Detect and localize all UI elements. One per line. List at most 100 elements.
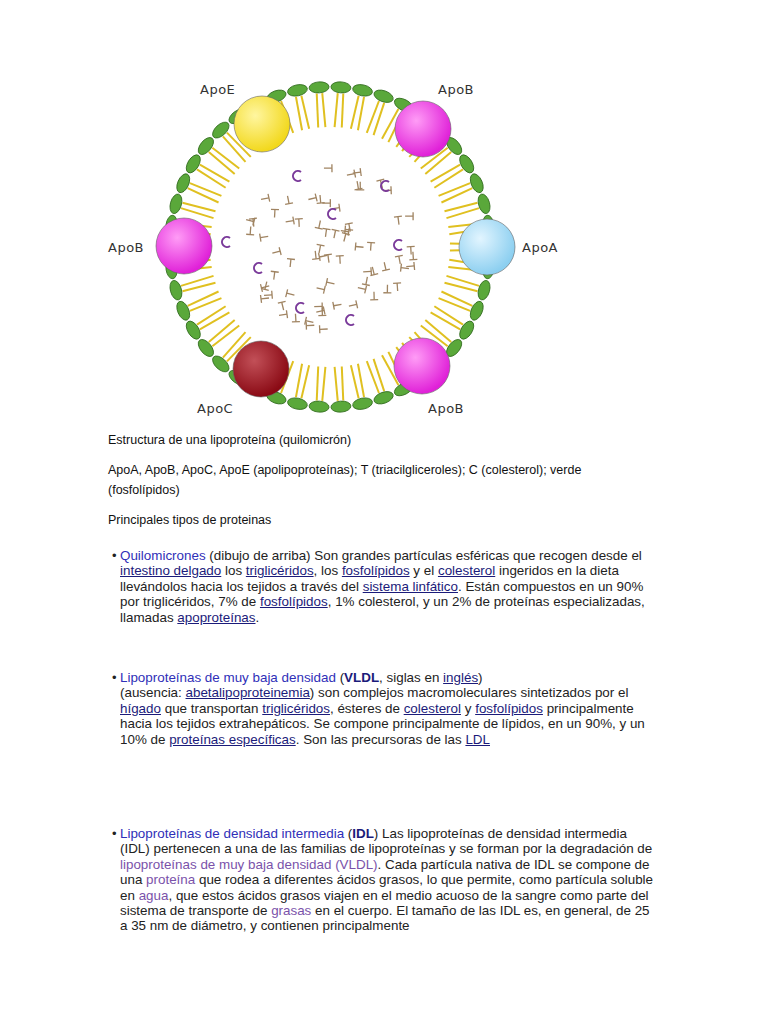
phospholipid-head <box>457 152 477 175</box>
body-text: que transportan <box>165 701 259 716</box>
hyperlink-text: sistema linfático <box>363 579 458 594</box>
phospholipid-head <box>210 353 232 375</box>
lipid-tail <box>374 103 385 135</box>
triacylglycerol-mark <box>316 195 325 204</box>
body-text: . <box>256 610 260 625</box>
cholesterol-mark <box>394 240 402 250</box>
list-bullet: • <box>112 826 117 841</box>
triacylglycerol-mark <box>285 217 294 226</box>
body-text: (ausencia: <box>120 685 182 700</box>
term-text: grasas <box>271 903 311 918</box>
apolipoprotein-label: ApoB <box>438 82 474 97</box>
triacylglycerol-mark <box>307 194 317 204</box>
term-text: Lipoproteínas de densidad intermedia <box>120 826 344 841</box>
triacylglycerol-mark <box>278 310 287 319</box>
triacylglycerol-mark <box>336 256 344 264</box>
body-text: ) son complejos macromoleculares sinteti… <box>310 685 629 700</box>
phospholipid-head <box>352 396 374 411</box>
triacylglycerol-mark <box>394 216 403 225</box>
triacylglycerol-mark <box>346 170 355 179</box>
triacylglycerol-mark <box>367 242 376 251</box>
lipid-tail <box>301 96 309 129</box>
phospholipid-head <box>309 81 330 93</box>
lipid-tail <box>317 94 318 128</box>
triacylglycerol-mark <box>286 259 295 268</box>
list-bullet: • <box>112 548 117 563</box>
lipid-tail <box>322 367 325 401</box>
lipid-tail <box>296 364 302 397</box>
triacylglycerol-mark <box>362 276 371 285</box>
list-bullet: • <box>112 670 117 685</box>
hyperlink-text: hígado <box>120 701 161 716</box>
triacylglycerol-mark <box>407 246 415 254</box>
lipid-tail <box>342 366 343 400</box>
body-text: , los <box>314 563 339 578</box>
triacylglycerol-mark <box>315 220 325 230</box>
apolipoprotein-shape <box>231 339 291 399</box>
triacylglycerol-mark <box>383 285 391 293</box>
triacylglycerol-mark <box>249 218 258 227</box>
apolipoprotein-circle: ApoE <box>232 94 292 154</box>
lipid-tail <box>351 365 359 398</box>
apolipoprotein-shape <box>392 336 452 396</box>
triacylglycerol-mark <box>406 262 415 271</box>
triacylglycerol-mark <box>316 284 326 294</box>
triacylglycerol-mark <box>340 233 350 243</box>
lipid-tail <box>439 298 471 311</box>
lipid-tail <box>358 97 364 130</box>
apolipoprotein-label: ApoC <box>197 401 233 416</box>
triacylglycerol-mark <box>401 264 410 273</box>
triacylglycerol-mark <box>326 278 336 288</box>
lipid-tail <box>335 93 338 127</box>
body-text: ( <box>340 670 344 685</box>
phospholipid-head <box>468 172 486 195</box>
phospholipid-head <box>174 172 192 195</box>
phospholipid-head <box>210 119 232 141</box>
hyperlink-text: triglicéridos <box>262 701 330 716</box>
hyperlink-text: apoproteínas <box>177 610 255 625</box>
apolipoprotein-label: ApoA <box>522 240 558 255</box>
hyperlink-text: intestino delgado <box>120 563 221 578</box>
hyperlink-text: colesterol <box>438 563 495 578</box>
triacylglycerol-mark <box>370 292 378 300</box>
cholesterol-mark <box>254 263 262 273</box>
cholesterol-mark <box>222 237 230 247</box>
lipid-tail <box>441 188 472 202</box>
phospholipid-head <box>331 400 352 412</box>
lipid-tail <box>441 291 472 305</box>
triacylglycerol-mark <box>295 219 303 227</box>
triacylglycerol-mark <box>261 281 271 291</box>
triacylglycerol-mark <box>271 209 279 217</box>
apolipoprotein-shape <box>232 94 292 154</box>
body-text: (dibujo de arriba) Son grandes partícula… <box>209 548 641 563</box>
triacylglycerol-mark <box>314 302 322 310</box>
phospholipid-head <box>309 400 330 412</box>
triacylglycerol-mark <box>306 321 314 329</box>
lipid-tail <box>188 291 219 305</box>
apolipoprotein-label: ApoE <box>200 82 235 97</box>
lipid-tail <box>181 276 214 286</box>
phospholipid-head <box>476 193 492 215</box>
apolipoprotein-circle: ApoC <box>231 339 291 399</box>
term-text: IDL <box>352 826 374 841</box>
triacylglycerol-mark <box>363 267 372 276</box>
apolipoprotein-label: ApoB <box>428 401 464 416</box>
triacylglycerol-mark <box>246 226 255 235</box>
cholesterol-mark <box>346 315 354 325</box>
hyperlink-text: proteínas específicas <box>169 732 296 747</box>
triacylglycerol-mark <box>393 283 402 292</box>
lipid-tail <box>439 183 471 196</box>
cholesterol-mark <box>296 303 304 313</box>
triacylglycerol-mark <box>315 244 324 253</box>
lipid-tail <box>200 165 230 182</box>
hyperlink-text: fosfolípidos <box>342 563 410 578</box>
phospholipid-head <box>372 389 395 406</box>
phospholipid-head <box>331 81 352 93</box>
list-paragraph: Lipoproteínas de densidad intermedia (ID… <box>120 826 660 934</box>
phospholipid-head <box>468 299 486 322</box>
lipid-tail <box>335 367 338 401</box>
hyperlink-text: triglicéridos <box>246 563 314 578</box>
lipid-tail <box>188 188 219 202</box>
triacylglycerol-mark <box>333 300 342 309</box>
lipid-tail <box>367 361 379 393</box>
